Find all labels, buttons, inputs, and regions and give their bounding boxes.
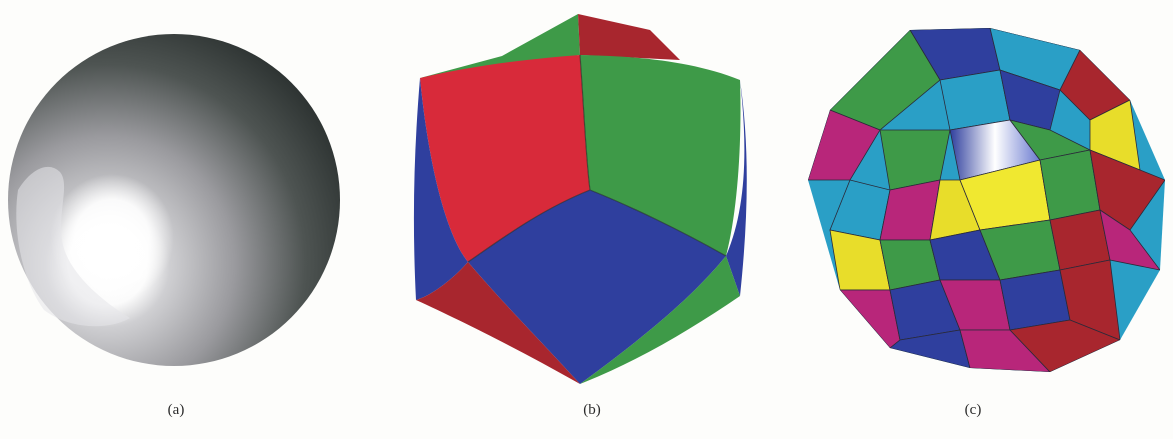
face-green-right: [580, 55, 741, 256]
facet-magenta-c: [1099, 209, 1161, 271]
subdivided-sphere-image: [808, 28, 1165, 372]
speckled-region: [16, 166, 131, 327]
face-green-bottom: [580, 256, 740, 384]
face-blue-center: [468, 190, 726, 384]
caption-a: (a): [167, 402, 185, 418]
facet-blue-d: [999, 269, 1071, 331]
panel-b: (b): [390, 0, 770, 439]
facet-cyan-a: [939, 69, 1011, 131]
panel-a: (a): [0, 0, 360, 439]
face-blue-left: [413, 78, 468, 300]
facet-magenta-a: [808, 109, 881, 181]
facet-magenta-f: [959, 329, 1051, 372]
face-top-darkred: [578, 14, 680, 60]
facet-darkred-d: [1009, 319, 1122, 372]
facet-magenta-d: [839, 289, 901, 349]
face-darkred-bottom: [416, 262, 580, 384]
face-blue-right: [726, 80, 747, 296]
facet-green-d: [1039, 149, 1101, 221]
facet-darkred-b: [1049, 209, 1111, 271]
highlight: [50, 174, 174, 302]
shaded-sphere-image: [8, 34, 340, 366]
facet-darkred-a: [1089, 149, 1165, 231]
caption-b: (b): [583, 402, 601, 418]
caption-c: (c): [964, 402, 982, 418]
panel-c: (c): [790, 0, 1173, 439]
icosahedron-sphere-image: [413, 14, 747, 384]
